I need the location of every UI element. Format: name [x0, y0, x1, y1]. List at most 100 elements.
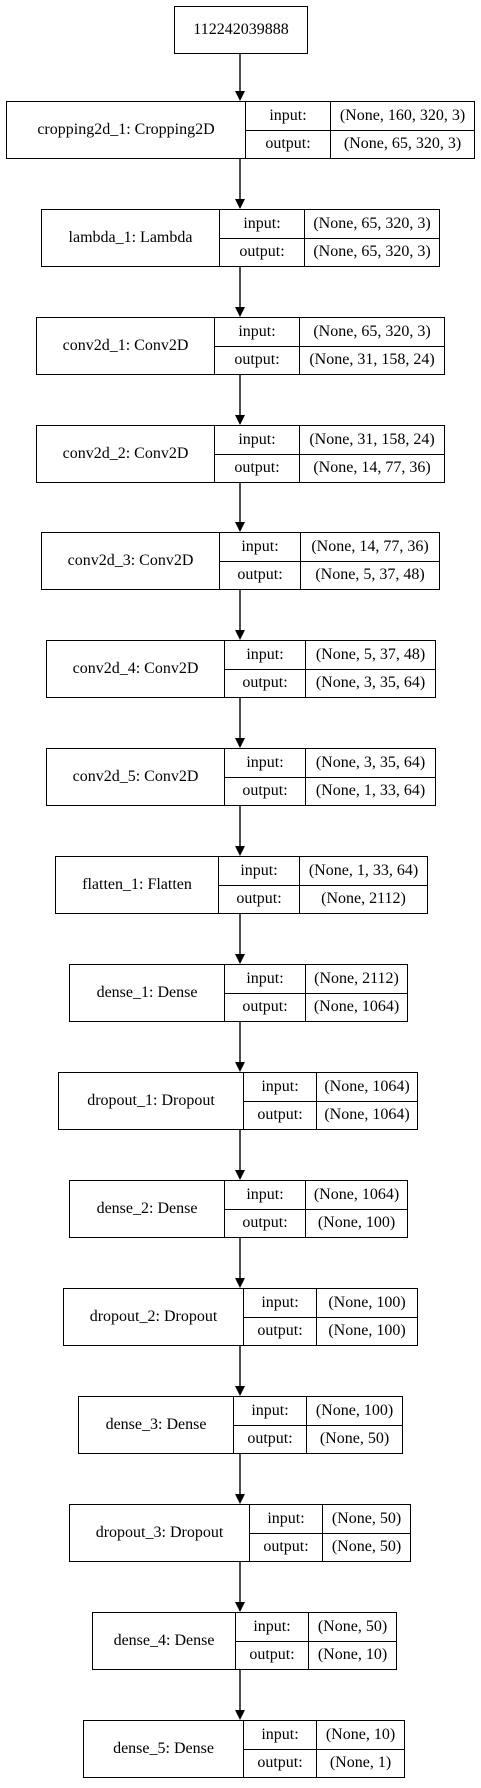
- arrowhead: [235, 1710, 245, 1720]
- arrowhead: [235, 846, 245, 856]
- output-row: output:(None, 31, 158, 24): [215, 345, 444, 374]
- input-label: input:: [225, 641, 306, 669]
- output-shape: (None, 65, 320, 3): [343, 135, 462, 153]
- output-shape: (None, 50): [319, 1430, 390, 1448]
- arrowhead: [235, 1494, 245, 1504]
- input-row: input: (None, 14, 77, 36): [220, 533, 439, 561]
- layer-shapes: input:(None, 65, 320, 3)output:(None, 31…: [215, 318, 444, 374]
- input-label: input:: [220, 533, 301, 561]
- input-shape: (None, 1064): [313, 1185, 400, 1203]
- input-shape: (None, 14, 77, 36): [311, 537, 429, 555]
- input-label: input:: [215, 318, 300, 346]
- output-row: output:(None, 10): [236, 1640, 396, 1669]
- output-row: output:(None, 3, 35, 64): [225, 668, 435, 697]
- layer-name: dropout_2: Dropout: [64, 1289, 244, 1345]
- arrowhead: [235, 1278, 245, 1288]
- layer-shapes: input:(None, 31, 158, 24)output:(None, 1…: [215, 426, 444, 482]
- output-label: output:: [220, 561, 301, 589]
- layer-name: dense_3: Dense: [79, 1397, 234, 1453]
- layer-name: cropping2d_1: Cropping2D: [7, 102, 246, 158]
- input-row: input:(None, 65, 320, 3): [215, 318, 444, 346]
- layer-name: conv2d_1: Conv2D: [37, 318, 215, 374]
- output-label: output:: [225, 993, 306, 1021]
- input-shape: (None, 10): [325, 1725, 396, 1743]
- input-row: input:(None, 50): [236, 1613, 396, 1641]
- layer-shapes: input:(None, 10)output: (None, 1): [244, 1721, 404, 1777]
- input-label: input:: [215, 426, 300, 454]
- input-row: input:(None, 10): [244, 1721, 404, 1749]
- input-label: input:: [246, 102, 331, 130]
- input-row: input:(None, 1064): [244, 1073, 417, 1101]
- output-shape: (None, 1): [329, 1754, 392, 1772]
- input-row: input:(None, 50): [250, 1505, 410, 1533]
- input-shape: (None, 3, 35, 64): [315, 753, 426, 771]
- input-label: input:: [225, 1181, 306, 1209]
- arrowhead: [235, 630, 245, 640]
- layer-name: conv2d_4: Conv2D: [47, 641, 225, 697]
- input-label: input:: [244, 1289, 317, 1317]
- arrowhead: [235, 91, 245, 101]
- input-label: input:: [244, 1073, 317, 1101]
- output-row: output:(None, 1, 33, 64): [225, 776, 435, 805]
- layer-shapes: input:(None, 1, 33, 64)output:(None, 211…: [219, 857, 427, 913]
- output-label: output:: [246, 130, 331, 158]
- input-shape: (None, 5, 37, 48): [315, 645, 426, 663]
- output-row: output:(None, 5, 37, 48): [220, 560, 439, 589]
- layer-name: conv2d_2: Conv2D: [37, 426, 215, 482]
- output-row: output:(None, 100): [244, 1316, 417, 1345]
- arrowhead: [235, 1386, 245, 1396]
- output-shape: (None, 1, 33, 64): [315, 782, 426, 800]
- output-shape: (None, 1064): [324, 1106, 410, 1124]
- output-label: output:: [250, 1533, 323, 1561]
- output-label: output:: [244, 1317, 317, 1345]
- arrowhead: [235, 1062, 245, 1072]
- input-shape: (None, 31, 158, 24): [309, 430, 435, 448]
- arrowhead: [235, 1170, 245, 1180]
- input-row: input:(None, 160, 320, 3): [246, 102, 474, 130]
- output-shape: (None, 65, 320, 3): [313, 243, 431, 261]
- layer-name: conv2d_3: Conv2D: [42, 533, 220, 589]
- output-row: output:(None, 50): [234, 1424, 402, 1453]
- output-label: output:: [244, 1101, 317, 1129]
- input-row: input:(None, 3, 35, 64): [225, 749, 435, 777]
- output-label: output:: [244, 1749, 317, 1777]
- input-shape: (None, 100): [315, 1401, 394, 1419]
- input-row: input: (None, 5, 37, 48): [225, 641, 435, 669]
- layer-name: dense_2: Dense: [70, 1181, 225, 1237]
- layer-shapes: input:(None, 2112)output:(None, 1064): [225, 965, 407, 1021]
- output-shape: (None, 2112): [321, 890, 406, 908]
- input-label: input:: [234, 1397, 307, 1425]
- input-label: input:: [219, 857, 300, 885]
- output-row: output:(None, 100): [225, 1208, 407, 1237]
- output-shape: (None, 10): [317, 1646, 388, 1664]
- input-label: input:: [225, 965, 306, 993]
- output-row: output:(None, 2112): [219, 884, 427, 913]
- layer-name: dense_4: Dense: [93, 1613, 236, 1669]
- arrowhead: [235, 199, 245, 209]
- output-row: output: (None, 1064): [244, 1100, 417, 1129]
- layer-name: conv2d_5: Conv2D: [47, 749, 225, 805]
- output-row: output: (None, 1): [244, 1748, 404, 1777]
- output-label: output:: [225, 1209, 306, 1237]
- output-row: output: (None, 50): [250, 1532, 410, 1561]
- output-row: output: (None, 65, 320, 3): [246, 129, 474, 158]
- layer-name: lambda_1: Lambda: [42, 210, 220, 266]
- output-shape: (None, 1064): [313, 998, 400, 1016]
- output-row: output:(None, 65, 320, 3): [220, 237, 439, 266]
- input-row: input: (None, 100): [234, 1397, 402, 1425]
- output-shape: (None, 50): [331, 1538, 402, 1556]
- input-row: input: (None, 31, 158, 24): [215, 426, 444, 454]
- input-shape: (None, 100): [328, 1293, 406, 1311]
- layer-name: flatten_1: Flatten: [56, 857, 219, 913]
